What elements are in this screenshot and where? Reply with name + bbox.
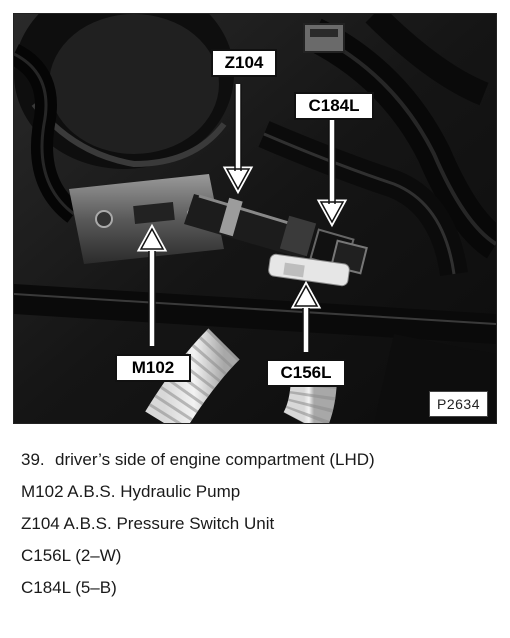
engine-compartment-photo: Z104 C184L M102 C156L P2634 <box>13 13 497 424</box>
figure-reference-code: P2634 <box>429 391 488 417</box>
callout-m102: M102 <box>115 354 191 382</box>
figure-number: 39. <box>21 450 45 469</box>
legend-item: Z104 A.B.S. Pressure Switch Unit <box>21 514 275 533</box>
caption-title-line: 39. driver’s side of engine compartment (… <box>21 445 491 477</box>
figure-caption: 39. driver’s side of engine compartment (… <box>21 445 491 605</box>
callout-c156l: C156L <box>266 359 346 387</box>
legend-item: C156L (2–W) <box>21 546 122 565</box>
callout-c184l: C184L <box>294 92 374 120</box>
legend-item: M102 A.B.S. Hydraulic Pump <box>21 482 241 501</box>
figure-title: driver’s side of engine compartment (LHD… <box>55 450 375 469</box>
legend-item: C184L (5–B) <box>21 578 117 597</box>
photo-illustration <box>14 14 496 423</box>
callout-z104: Z104 <box>211 49 277 77</box>
